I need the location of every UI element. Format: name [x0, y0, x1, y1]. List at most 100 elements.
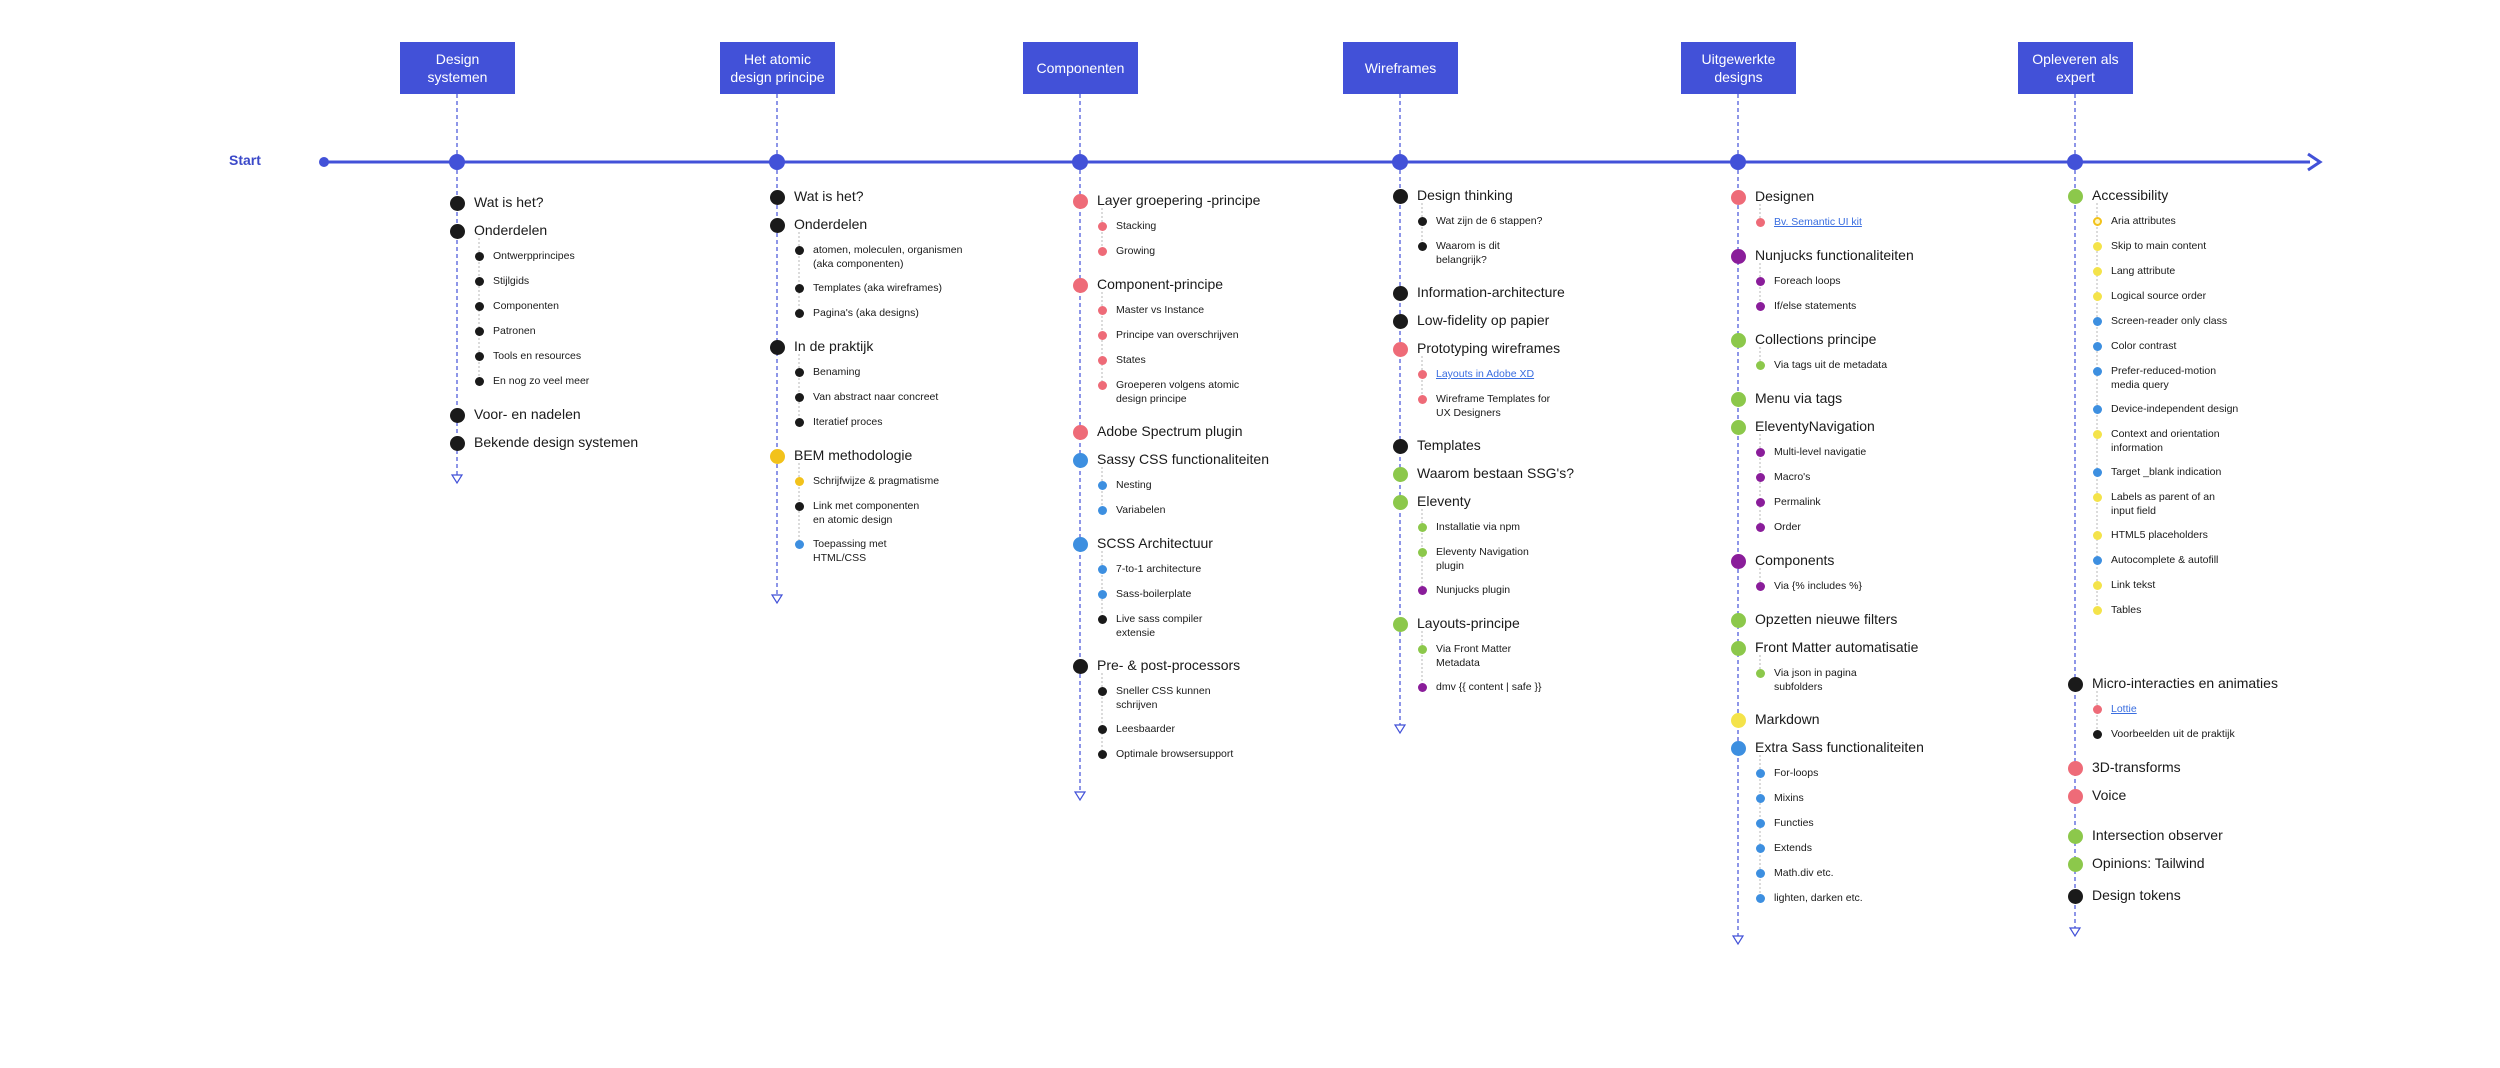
main-item-waarom-bestaan-ssg-s: Waarom bestaan SSG's? [1417, 465, 1575, 481]
sub-item-dot [1097, 614, 1107, 624]
main-item-pre-post-processors: Pre- & post-processors [1097, 657, 1241, 673]
main-item-dot [1072, 424, 1088, 440]
sub-item-dot [474, 301, 484, 311]
sub-item-nunjucks-plugin: Nunjucks plugin [1436, 584, 1511, 596]
sub-item-patronen: Patronen [493, 325, 536, 337]
sub-item-html5-placeholders: HTML5 placeholders [2111, 529, 2208, 541]
main-item-dot [2067, 828, 2083, 844]
main-item-dot [2067, 676, 2083, 692]
sub-item-lottie[interactable]: Lottie [2111, 703, 2137, 715]
sub-item-dot [1755, 793, 1765, 803]
main-item-collections-principe: Collections principe [1755, 331, 1877, 347]
sub-item-sass-boilerplate: Sass-boilerplate [1116, 588, 1192, 600]
main-item-dot [2067, 788, 2083, 804]
sub-item-dot [1755, 522, 1765, 532]
sub-item-dot [1097, 686, 1107, 696]
sub-item-dot [794, 501, 804, 511]
sub-item-dot [2092, 729, 2102, 739]
main-item-dot [769, 217, 785, 233]
sub-item-leesbaarder: Leesbaarder [1116, 723, 1175, 735]
main-item-onderdelen: Onderdelen [794, 216, 868, 232]
main-item-eleventynavigation: EleventyNavigation [1755, 418, 1875, 434]
main-item-design-thinking: Design thinking [1417, 187, 1513, 203]
column-end-arrow [450, 474, 464, 485]
sub-item-master-vs-instance: Master vs Instance [1116, 304, 1205, 316]
column-header-design-systemen: Design systemen [400, 42, 515, 94]
timeline-node-wireframes [1392, 154, 1408, 170]
sub-item-dot [794, 367, 804, 377]
start-label: Start [229, 152, 261, 168]
sub-item-dot [794, 308, 804, 318]
sub-item-foreach-loops: Foreach loops [1774, 275, 1841, 287]
main-item-accessibility: Accessibility [2092, 187, 2169, 203]
sub-item-aria-attributes: Aria attributes [2111, 215, 2176, 227]
main-item-dot [1392, 313, 1408, 329]
sub-item-dot [1755, 447, 1765, 457]
sub-item-dot [2092, 241, 2102, 251]
column-header-opleveren-als-expert: Opleveren als expert [2018, 42, 2133, 94]
main-item-components: Components [1755, 552, 1835, 568]
sub-item-dot [2092, 216, 2102, 226]
main-item-3d-transforms: 3D-transforms [2092, 759, 2181, 775]
sub-item-labels-as-parent-of-an-input-field: Labels as parent of an input field [2111, 491, 2215, 517]
sub-item-eleventy-navigation-plugin: Eleventy Navigation plugin [1436, 546, 1529, 572]
sub-item-dot [1755, 768, 1765, 778]
column-end-arrow [2068, 927, 2082, 938]
main-item-front-matter-automatisatie: Front Matter automatisatie [1755, 639, 1919, 655]
main-item-dot [1730, 248, 1746, 264]
sub-item-dot [1097, 355, 1107, 365]
sub-item-dot [794, 476, 804, 486]
sub-item-dot [1755, 843, 1765, 853]
main-item-dot [1730, 189, 1746, 205]
main-item-dot [1072, 277, 1088, 293]
main-item-dot [1730, 419, 1746, 435]
sub-item-dot [1417, 585, 1427, 595]
sub-item-dot [1097, 564, 1107, 574]
sub-item-wireframe-templates-for-ux-designers: Wireframe Templates for UX Designers [1436, 393, 1551, 419]
sub-item-dot [2092, 467, 2102, 477]
sub-item-tools-en-resources: Tools en resources [493, 350, 582, 362]
timeline-node-uitgewerkte-designs [1730, 154, 1746, 170]
sub-item-layouts-in-adobe-xd[interactable]: Layouts in Adobe XD [1436, 368, 1535, 380]
sub-item-color-contrast: Color contrast [2111, 340, 2177, 352]
sub-item-dot [1755, 472, 1765, 482]
sub-item-dot [2092, 404, 2102, 414]
main-item-low-fidelity-op-papier: Low-fidelity op papier [1417, 312, 1550, 328]
main-item-design-tokens: Design tokens [2092, 887, 2181, 903]
sub-item-dot [1097, 724, 1107, 734]
timeline-node-componenten [1072, 154, 1088, 170]
main-item-eleventy: Eleventy [1417, 493, 1471, 509]
sub-item-wat-zijn-de-6-stappen: Wat zijn de 6 stappen? [1436, 215, 1543, 227]
main-item-dot [1392, 341, 1408, 357]
sub-item-link-met-componenten-en-atomic-design: Link met componenten en atomic design [813, 500, 920, 526]
sub-item-context-and-orientation-information: Context and orientation information [2111, 428, 2220, 454]
sub-item-functies: Functies [1774, 817, 1814, 829]
sub-item-dot [2092, 341, 2102, 351]
sub-item-benaming: Benaming [813, 366, 861, 378]
sub-item-dot [794, 392, 804, 402]
main-item-intersection-observer: Intersection observer [2092, 827, 2223, 843]
sub-item-macro-s: Macro's [1774, 471, 1811, 483]
sub-item-waarom-is-dit-belangrijk: Waarom is dit belangrijk? [1436, 240, 1500, 266]
sub-item-voorbeelden-uit-de-praktijk: Voorbeelden uit de praktijk [2111, 728, 2235, 740]
sub-item-prefer-reduced-motion-media-query: Prefer-reduced-motion media query [2111, 365, 2217, 391]
main-item-adobe-spectrum-plugin: Adobe Spectrum plugin [1097, 423, 1243, 439]
sub-item-variabelen: Variabelen [1116, 504, 1166, 516]
main-item-voor-en-nadelen: Voor- en nadelen [474, 406, 581, 422]
main-item-dot [1730, 332, 1746, 348]
sub-item-iteratief-proces: Iteratief proces [813, 416, 883, 428]
sub-item-dot [1755, 497, 1765, 507]
sub-item-via-tags-uit-de-metadata: Via tags uit de metadata [1774, 359, 1888, 371]
sub-item-dot [1417, 241, 1427, 251]
main-item-dot [449, 195, 465, 211]
sub-item-dot [1097, 246, 1107, 256]
sub-item-principe-van-overschrijven: Principe van overschrijven [1116, 329, 1239, 341]
timeline-start-dot [319, 157, 329, 167]
sub-item-lighten-darken-etc: lighten, darken etc. [1774, 892, 1863, 904]
column-end-arrow [1073, 791, 1087, 802]
sub-item-tables: Tables [2111, 604, 2142, 616]
sub-item-bv-semantic-ui-kit[interactable]: Bv. Semantic UI kit [1774, 216, 1862, 228]
sub-item-dot [1097, 505, 1107, 515]
sub-item-dot [1417, 216, 1427, 226]
sub-item-order: Order [1774, 521, 1801, 533]
